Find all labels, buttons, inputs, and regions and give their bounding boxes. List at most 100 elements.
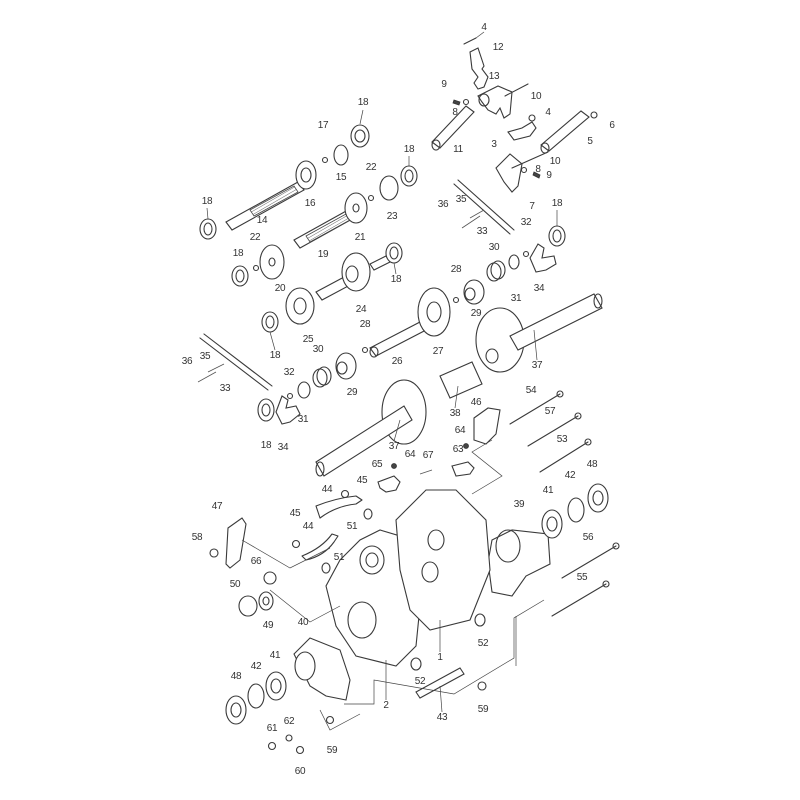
part-callout-48: 48 xyxy=(586,459,598,470)
seal-48 xyxy=(587,483,609,513)
part-callout-43: 43 xyxy=(436,712,448,723)
lever-44 xyxy=(301,533,339,561)
part-callout-63: 63 xyxy=(452,444,464,455)
part-callout-10: 10 xyxy=(549,156,561,167)
part-callout-34: 34 xyxy=(277,442,289,453)
part-callout-38: 38 xyxy=(449,408,461,419)
part-callout-33: 33 xyxy=(219,383,231,394)
part-callout-18: 18 xyxy=(551,198,563,209)
case-half-1 xyxy=(395,489,491,631)
pin-4 xyxy=(463,37,477,45)
part-callout-21: 21 xyxy=(354,232,366,243)
part-callout-36: 36 xyxy=(181,356,193,367)
part-callout-33: 33 xyxy=(476,226,488,237)
part-callout-2: 2 xyxy=(383,700,389,711)
part-callout-4: 4 xyxy=(545,107,551,118)
input-shaft-group xyxy=(199,124,370,240)
part-callout-28: 28 xyxy=(359,319,371,330)
lever-12 xyxy=(469,47,489,90)
gear-15 xyxy=(333,144,349,166)
spring-30 xyxy=(486,262,502,282)
part-callout-11: 11 xyxy=(453,144,463,155)
shaft-5 xyxy=(540,110,590,152)
gear-21 xyxy=(344,192,368,224)
seal-51 xyxy=(321,562,331,574)
part-callout-35: 35 xyxy=(199,351,211,362)
axle-group xyxy=(315,293,603,477)
output-gear-group xyxy=(361,179,566,358)
bearing-18 xyxy=(350,124,370,148)
part-callout-1: 1 xyxy=(437,652,443,663)
gear-20 xyxy=(259,244,285,280)
reduction-shaft-group xyxy=(261,242,403,333)
ring-17 xyxy=(321,156,329,164)
plug-66 xyxy=(263,571,277,585)
part-callout-8: 8 xyxy=(452,107,458,118)
right-fastener-group xyxy=(473,390,620,617)
part-callout-59: 59 xyxy=(326,745,338,756)
part-callout-5: 5 xyxy=(587,136,593,147)
part-callout-40: 40 xyxy=(297,617,309,628)
fork-34 xyxy=(275,395,301,425)
lever-44 xyxy=(315,495,363,519)
part-callout-18: 18 xyxy=(403,144,415,155)
shift-fork-13 xyxy=(477,85,513,119)
part-callout-6: 6 xyxy=(609,120,615,131)
leader-lines xyxy=(206,31,558,731)
part-callout-18: 18 xyxy=(357,97,369,108)
part-callout-28: 28 xyxy=(450,264,462,275)
bearing-41 xyxy=(265,671,287,701)
seal-48 xyxy=(225,695,247,725)
part-callout-61: 61 xyxy=(266,723,278,734)
bracket-47 xyxy=(225,517,247,569)
hub-29 xyxy=(463,279,485,305)
part-callout-44: 44 xyxy=(302,521,314,532)
countershaft-group xyxy=(231,165,418,287)
lever-65 xyxy=(377,475,401,493)
part-callout-39: 39 xyxy=(513,499,525,510)
part-callout-64: 64 xyxy=(454,425,466,436)
washer-31 xyxy=(508,254,520,270)
part-callout-31: 31 xyxy=(510,293,522,304)
part-callout-54: 54 xyxy=(525,385,537,396)
left-parts-group xyxy=(209,517,277,617)
part-callout-58: 58 xyxy=(191,532,203,543)
arm-3 xyxy=(507,121,537,141)
part-callout-50: 50 xyxy=(229,579,241,590)
plug-52 xyxy=(474,613,486,627)
nut-45 xyxy=(291,539,301,549)
part-callout-48: 48 xyxy=(230,671,242,682)
part-callout-30: 30 xyxy=(488,242,500,253)
bottom-left-group xyxy=(225,613,487,755)
part-callout-9: 9 xyxy=(441,79,447,90)
gear-27 xyxy=(417,287,451,337)
shift-lever-group xyxy=(431,37,598,193)
snap-ring-42 xyxy=(567,497,585,523)
part-callout-67: 67 xyxy=(422,450,434,461)
gear-23 xyxy=(379,175,399,201)
nut-59 xyxy=(477,681,487,691)
seal-51 xyxy=(363,508,373,520)
part-callout-8: 8 xyxy=(535,164,541,175)
transmission-case xyxy=(291,443,491,667)
part-callout-49: 49 xyxy=(262,620,274,631)
part-callout-52: 52 xyxy=(414,676,426,687)
part-callout-18: 18 xyxy=(232,248,244,259)
part-callout-32: 32 xyxy=(283,367,295,378)
washer-31 xyxy=(297,381,311,399)
plug-52 xyxy=(410,657,422,671)
nut-45 xyxy=(340,489,350,499)
part-callout-9: 9 xyxy=(546,170,552,181)
part-callout-29: 29 xyxy=(346,387,358,398)
snap-ring-42 xyxy=(247,683,265,709)
part-callout-13: 13 xyxy=(488,71,500,82)
part-callout-25: 25 xyxy=(302,334,314,345)
part-callout-52: 52 xyxy=(477,638,489,649)
part-callout-51: 51 xyxy=(346,521,358,532)
part-callout-59: 59 xyxy=(477,704,489,715)
part-callout-46: 46 xyxy=(470,397,482,408)
gear-25 xyxy=(285,287,315,325)
spring-30 xyxy=(312,368,328,388)
part-callout-17: 17 xyxy=(317,120,329,131)
